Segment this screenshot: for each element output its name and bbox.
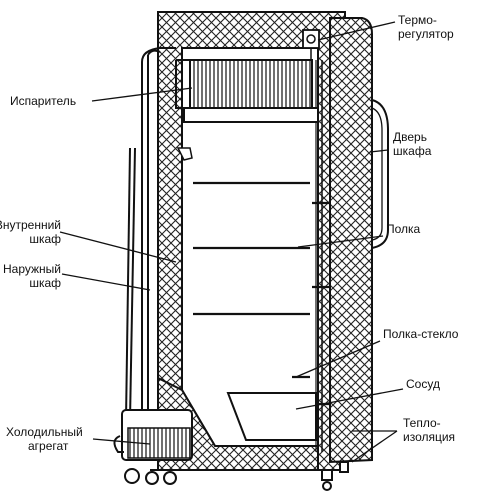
label-isparitel: Испаритель <box>10 94 77 108</box>
leader-lines <box>59 21 404 463</box>
thermostat <box>302 29 320 60</box>
door-handle <box>371 99 389 249</box>
condenser-piping <box>125 47 176 432</box>
label-polka: Полка <box>386 222 421 236</box>
label-teploizolyaciya: Тепло- изоляция <box>403 416 456 444</box>
label-naruzhniy: Наружный шкаф <box>3 262 61 290</box>
vessel <box>226 392 317 441</box>
label-kholodilnyi: Холодильный агрегат <box>6 425 83 453</box>
label-vnutrenniy: Внутренний шкаф <box>0 218 61 246</box>
evaporator <box>175 59 319 123</box>
label-dver: Дверь шкафа <box>393 130 432 158</box>
label-termoregulyator: Термо- регулятор <box>398 13 454 41</box>
label-sosud: Сосуд <box>406 377 440 391</box>
shelves <box>193 181 310 379</box>
label-polka-steklo: Полка-стекло <box>383 327 459 341</box>
cooling-unit <box>113 409 200 485</box>
